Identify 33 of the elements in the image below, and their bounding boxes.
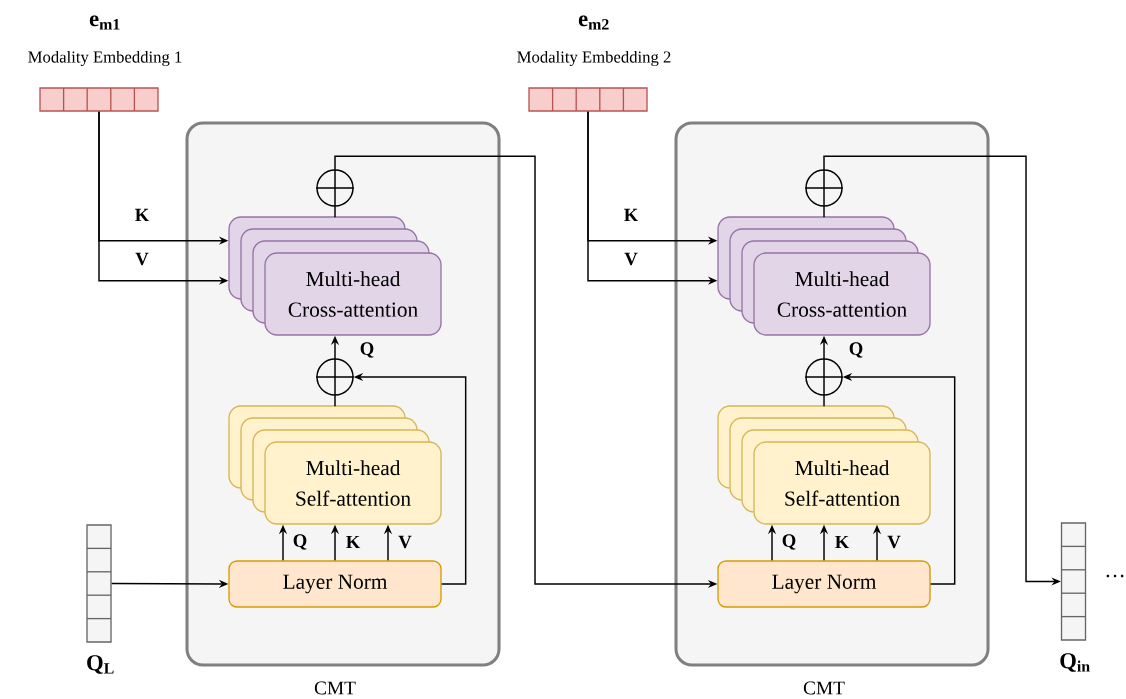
edge-label: K <box>346 535 361 549</box>
edge-label: K <box>624 208 639 222</box>
edge-label: K <box>135 208 150 222</box>
attention-stack: Multi-head Self-attention <box>717 405 931 525</box>
layer-norm-box: Layer Norm <box>228 560 442 608</box>
node-label: Self-attention <box>785 490 900 506</box>
sum-circle <box>804 168 844 208</box>
edge-label: Q <box>782 534 796 550</box>
node-label: Self-attention <box>296 490 411 506</box>
sum-circle <box>804 357 844 397</box>
vector-name: e$_{m1}$ <box>89 15 120 30</box>
module-name: CMT <box>803 681 845 695</box>
edge-label: K <box>835 535 850 549</box>
edge-label: V <box>135 252 149 266</box>
edge-label: V <box>887 535 901 549</box>
vector-label: Modality Embedding 2 <box>517 50 671 67</box>
edge-label: Q <box>293 534 307 550</box>
attention-stack: Multi-head Cross-attention <box>228 216 442 336</box>
edge-label: V <box>624 252 638 266</box>
sum-circle <box>315 168 355 208</box>
vector-name: Q$_{L}$ <box>87 655 114 674</box>
layer-norm-box: Layer Norm <box>717 560 931 608</box>
attention-stack: Multi-head Self-attention <box>228 405 442 525</box>
sum-circle <box>315 357 355 397</box>
edge-label: Q <box>849 342 863 358</box>
attention-stack: Multi-head Cross-attention <box>717 216 931 336</box>
ellipsis-label: … <box>1106 574 1124 578</box>
edge-label: Q <box>360 342 374 358</box>
edge-label: V <box>398 535 412 549</box>
vector-name: Q$_{in}$ <box>1060 653 1090 672</box>
vector-name: e$_{m2}$ <box>578 15 609 30</box>
module-name: CMT <box>314 681 356 695</box>
vector-label: Modality Embedding 1 <box>28 50 182 67</box>
